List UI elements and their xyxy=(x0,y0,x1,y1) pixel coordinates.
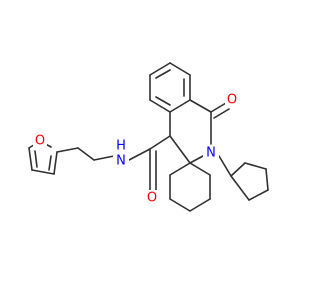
bond-c4-c3 xyxy=(169,135,191,164)
bond-furan-c3-c2-double xyxy=(48,155,52,171)
amide-nitrogen-h-label: H xyxy=(116,139,126,154)
chemical-structure-diagram: O H N O O N xyxy=(28,62,269,212)
bond-chx-1-2 xyxy=(189,162,211,176)
bond-c8a-c1 xyxy=(189,99,212,113)
bond-chx-4-5 xyxy=(169,198,191,212)
bond-n2-cp xyxy=(218,155,232,177)
bond-chx-6-1 xyxy=(169,162,191,176)
atom-labels: O H N O O N xyxy=(33,92,239,206)
bond-n2-c3 xyxy=(189,155,204,164)
bond-benz-inner-3 xyxy=(155,96,171,106)
bond-furan-c5-c4 xyxy=(28,147,33,171)
bond-furan-ch2 xyxy=(56,147,79,153)
bond-cp-1-2 xyxy=(230,162,246,177)
bond-cp-5-1 xyxy=(230,175,250,201)
bond-furan-c4-c3 xyxy=(31,169,55,175)
ring-nitrogen-label: N xyxy=(206,146,216,161)
bonds xyxy=(28,62,269,212)
bond-benz-5-6 xyxy=(149,99,171,113)
bond-ch2-n2 xyxy=(93,155,115,161)
bond-chx-3-4 xyxy=(189,198,211,212)
bond-cp-3-4 xyxy=(265,168,269,191)
bond-benz-4-5 xyxy=(169,99,191,113)
bond-benz-1-2 xyxy=(149,62,171,76)
bond-c1-o xyxy=(210,102,227,113)
bond-ch2-n xyxy=(77,147,95,161)
bond-cp-4-5 xyxy=(248,189,269,201)
bond-benz-inner-1 xyxy=(155,69,171,79)
amide-nitrogen-label: N xyxy=(116,154,126,169)
bond-furan-c5-c4-double xyxy=(34,150,38,168)
bond-n-carbonyl xyxy=(128,148,151,161)
bond-carbonyl-c4 xyxy=(149,135,171,150)
amide-oxygen-label: O xyxy=(147,191,157,206)
ketone-oxygen-label: O xyxy=(227,93,237,108)
bond-cp-2-3 xyxy=(244,162,267,170)
bond-c1-o-double xyxy=(213,108,230,119)
furan-oxygen-label: O xyxy=(35,134,45,149)
bond-benz-2-3 xyxy=(169,62,191,76)
bond-furan-c3-c2 xyxy=(53,151,58,175)
